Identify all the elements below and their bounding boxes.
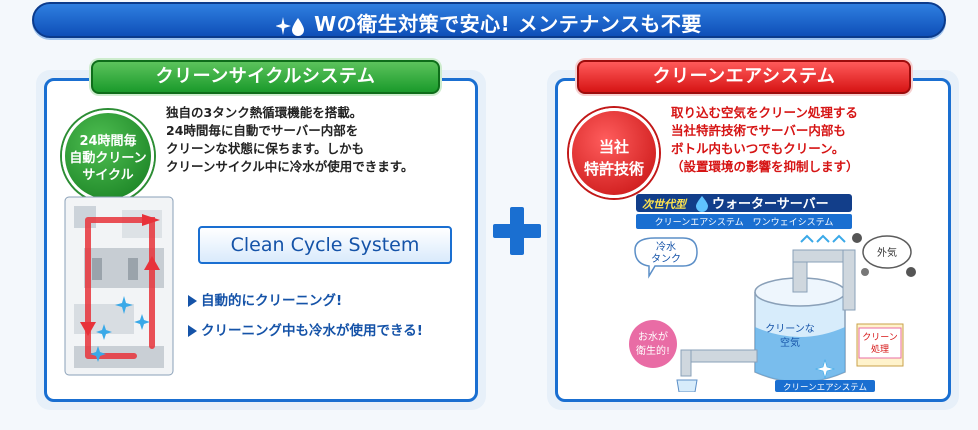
triangle-bullet-icon [188, 325, 197, 337]
clean-cycle-title: クリーンサイクルシステム [91, 60, 440, 94]
outside-air-label: 外気 [877, 246, 897, 259]
clean-process-label: クリーン [862, 332, 898, 343]
logo-prefix: 次世代型 [642, 198, 688, 211]
badge-line: サイクル [82, 168, 134, 183]
badge-line: 当社 [598, 138, 629, 156]
desc-line: 当社特許技術でサーバー内部も [671, 123, 846, 138]
cold-tank-label: タンク [651, 253, 681, 265]
water-server-logo: 次世代型 ウォーターサーバー クリーンエアシステム ワンウェイシステム [636, 194, 852, 229]
outside-air-bubble [862, 235, 912, 269]
clean-air-label: 空気 [780, 336, 800, 349]
clean-cycle-panel: クリーンサイクルシステム 24時間毎 自動クリーン サイクル 独自の3タンク熱循… [36, 60, 486, 410]
feature-item: 自動的にクリーニング! [188, 286, 423, 316]
clean-air-diagram: 冷水 タンク 外気 お水が 衛生的! クリーンな 空気 クリーン 処理 クリーン… [629, 233, 916, 392]
desc-line: 24時間毎に自動でサーバー内部を [166, 123, 359, 138]
clean-process-label: 処理 [871, 343, 889, 355]
header-banner: Wの衛生対策で安心! メンテナンスも不要 [32, 2, 946, 38]
auto-clean-badge: 24時間毎 自動クリーン サイクル [62, 110, 154, 202]
cold-tank-bubble [634, 237, 698, 279]
header-title: Wの衛生対策で安心! メンテナンスも不要 [314, 12, 702, 36]
sparkle-drop-icon [276, 16, 305, 36]
feature-item: クリーニング中も冷水が使用できる! [188, 316, 423, 346]
badge-line: 自動クリーン [69, 151, 147, 166]
clean-air-description: 取り込む空気をクリーン処理する 当社特許技術でサーバー内部も ボトル内もいつでも… [671, 104, 859, 176]
clean-cycle-description: 独自の3タンク熱循環機能を搭載。 24時間毎に自動でサーバー内部を クリーンな状… [166, 104, 414, 176]
patent-badge: 当社 特許技術 [569, 108, 659, 198]
badge-line: 特許技術 [583, 160, 644, 178]
badge-line: 24時間毎 [79, 134, 137, 149]
desc-line: クリーンサイクル中に冷水が使用できます。 [166, 159, 414, 174]
clean-air-title: クリーンエアシステム [577, 60, 911, 94]
desc-line: 独自の3タンク熱循環機能を搭載。 [166, 105, 363, 120]
clean-air-label: クリーンな [765, 323, 815, 335]
triangle-bullet-icon [188, 295, 197, 307]
desc-line: クリーンな状態に保ちます。しかも [166, 141, 365, 156]
feature-text: 自動的にクリーニング! [201, 293, 343, 309]
hygienic-water-label: 衛生的! [636, 344, 670, 357]
clean-cycle-feature-list: 自動的にクリーニング! クリーニング中も冷水が使用できる! [188, 286, 423, 346]
system-label: クリーンエアシステム [783, 383, 867, 392]
hygienic-water-bubble [629, 320, 677, 368]
desc-line: （設置環境の影響を抑制します） [671, 159, 859, 174]
feature-text: クリーニング中も冷水が使用できる! [201, 323, 423, 339]
cold-tank-label: 冷水 [656, 240, 676, 253]
logo-main: ウォーターサーバー [712, 197, 829, 212]
plus-icon [493, 207, 541, 255]
clean-cycle-system-button[interactable]: Clean Cycle System [198, 226, 452, 264]
header-title-row: Wの衛生対策で安心! メンテナンスも不要 [34, 8, 944, 37]
logo-subtitle: クリーンエアシステム ワンウェイシステム [655, 217, 834, 228]
desc-line: ボトル内もいつでもクリーン。 [671, 141, 845, 156]
server-interior-illustration [64, 196, 174, 376]
clean-air-panel: クリーンエアシステム 当社 特許技術 取り込む空気をクリーン処理する 当社特許技… [547, 60, 959, 410]
hygienic-water-label: お水が [638, 330, 668, 343]
desc-line: 取り込む空気をクリーン処理する [671, 105, 858, 120]
